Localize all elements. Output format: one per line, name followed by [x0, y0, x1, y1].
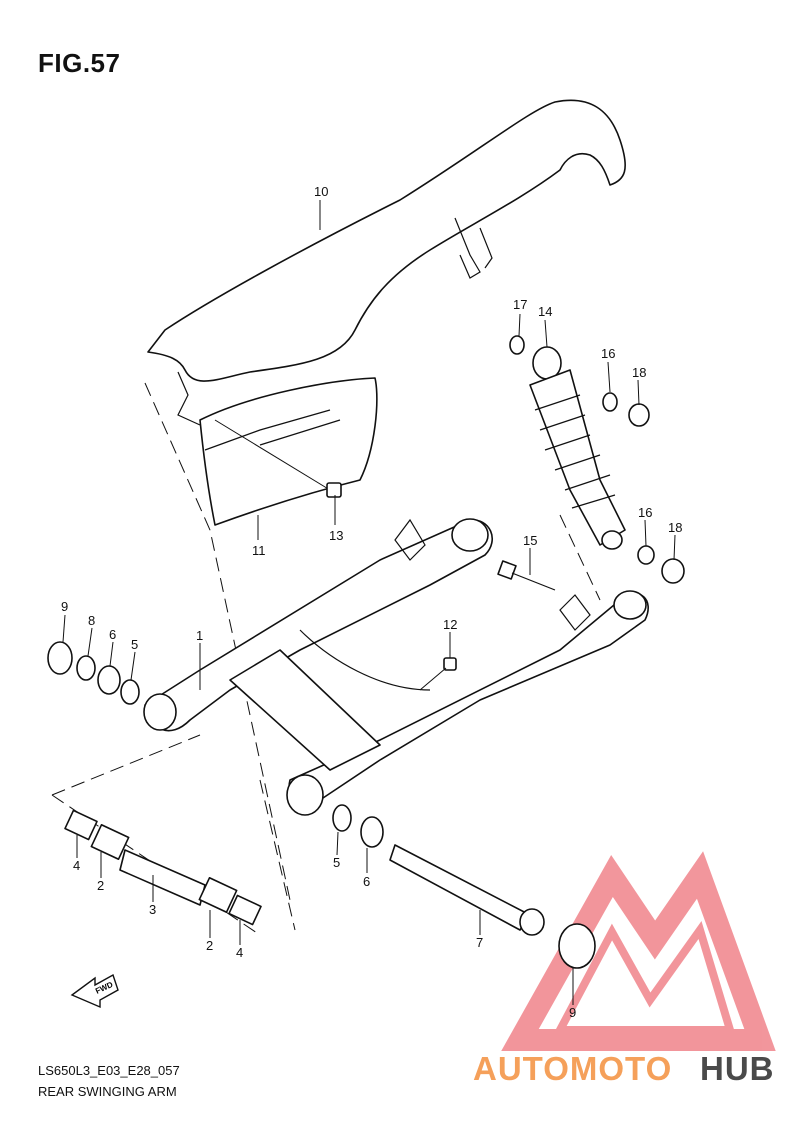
part-13-bolt — [214, 419, 342, 498]
watermark-part1: AUTOMOTO — [473, 1050, 672, 1087]
part-12-bolt — [419, 657, 457, 691]
part-10-chain-case — [147, 99, 626, 426]
figure-name: REAR SWINGING ARM — [38, 1084, 177, 1099]
hardware-washers-nuts — [509, 335, 685, 584]
part-15-bolt — [497, 560, 556, 591]
watermark-part2: HUB — [700, 1050, 775, 1087]
callout-18b: 18 — [668, 520, 682, 535]
callout-16a: 16 — [601, 346, 615, 361]
callout-18a: 18 — [632, 365, 646, 380]
callout-16b: 16 — [638, 505, 652, 520]
callout-9b: 9 — [569, 1005, 576, 1020]
callout-6a: 6 — [109, 627, 116, 642]
callout-15: 15 — [523, 533, 537, 548]
assembly-boundary-lines — [51, 382, 601, 936]
callout-7: 7 — [476, 935, 483, 950]
part-11-cover — [199, 377, 378, 526]
figure-code: LS650L3_E03_E28_057 — [38, 1063, 180, 1078]
callout-2b: 2 — [206, 938, 213, 953]
part-14-shock-absorber — [529, 346, 626, 550]
callout-11: 11 — [252, 543, 266, 558]
callout-2a: 2 — [97, 878, 104, 893]
callout-9a: 9 — [61, 599, 68, 614]
callout-13: 13 — [329, 528, 343, 543]
callout-17: 17 — [513, 297, 527, 312]
callout-4b: 4 — [236, 945, 243, 960]
callout-12: 12 — [443, 617, 457, 632]
watermark-text: AUTOMOTO HUB — [473, 1050, 775, 1087]
right-pivot-parts — [332, 804, 596, 969]
left-pivot-parts — [47, 641, 262, 926]
figure-title: FIG.57 — [38, 48, 121, 78]
part-1-swinging-arm — [143, 518, 649, 816]
callout-4a: 4 — [73, 858, 80, 873]
callout-10: 10 — [314, 184, 328, 199]
callout-1: 1 — [196, 628, 203, 643]
callout-numbers: 10 11 13 17 14 16 18 16 18 15 12 1 9 8 6… — [61, 184, 682, 1020]
callout-3: 3 — [149, 902, 156, 917]
callout-8: 8 — [88, 613, 95, 628]
callout-14: 14 — [538, 304, 552, 319]
leader-lines — [62, 200, 676, 1005]
watermark-logo — [501, 851, 776, 1051]
forward-arrow-icon: FWD — [70, 973, 119, 1009]
callout-5b: 5 — [333, 855, 340, 870]
callout-5a: 5 — [131, 637, 138, 652]
callout-6b: 6 — [363, 874, 370, 889]
